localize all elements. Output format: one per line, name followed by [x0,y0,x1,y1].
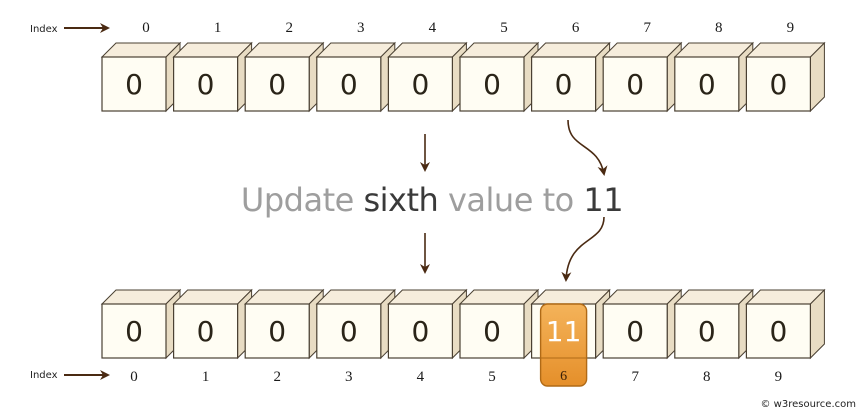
top-array-row: 0 0 0 0 0 0 0 0 0 0 [100,41,826,113]
cube-front [173,56,239,112]
top-row-value-2: 0 [268,68,286,101]
bottom-row-cell-1: 0 [172,288,253,360]
top-row-index-6: 6 [572,20,580,36]
headline-part-value-to: value to [438,181,584,219]
top-row-value-8: 0 [698,68,716,101]
top-row-index-9: 9 [787,20,795,36]
flow-arrows [420,119,608,282]
top-row-cell-7: 0 [601,41,683,113]
cube-front [387,303,453,359]
cube-front [244,56,310,112]
top-row-index-0: 0 [142,20,150,36]
bottom-row-index-5: 5 [488,369,496,385]
top-row-index-3: 3 [357,20,365,36]
bottom-row-index-1: 1 [202,369,210,385]
bottom-row-value-1: 0 [197,315,215,348]
bottom-row-value-0: 0 [125,315,143,348]
bottom-row-value-5: 0 [483,315,501,348]
cube-front [674,56,740,112]
bottom-row-value-7: 0 [626,315,644,348]
cube-front [387,56,453,112]
top-row-value-5: 0 [483,68,501,101]
bottom-row-cell-3: 0 [315,288,397,360]
top-row-value-9: 0 [769,68,787,101]
top-row-cell-3: 0 [315,41,397,113]
top-row-value-7: 0 [626,68,644,101]
cube-front [745,303,812,359]
top-row-cell-9: 0 [745,41,826,113]
top-index-label: Index [30,24,58,35]
bottom-index-label: Index [30,370,58,381]
top-row-index-7: 7 [643,20,651,36]
bottom-row-value-2: 0 [268,315,286,348]
bottom-row-cell-9: 0 [745,288,826,360]
bottom-row-cell-4: 0 [387,288,468,360]
top-row-value-6: 0 [555,68,573,101]
bottom-row-index-9: 9 [775,369,783,385]
cube-front [459,56,525,112]
top-row-value-4: 0 [411,68,429,101]
cube-front [244,303,310,359]
cube-front [173,303,239,359]
bottom-row-index-4: 4 [417,369,425,385]
bottom-row-cell-8: 0 [673,288,755,360]
bottom-array-row: 0 0 0 0 0 0 0 0 0 [100,288,826,360]
cube-front [602,303,668,359]
bottom-row-index-2: 2 [273,369,281,385]
bottom-index-numbers: 0 1 2 3 4 5 7 8 9 [130,369,782,385]
bottom-row-cell-7: 0 [601,288,683,360]
top-index-numbers: 0 1 2 3 4 5 6 7 8 9 [142,20,794,36]
cube-front [530,56,597,112]
bottom-row-index-7: 7 [631,369,639,385]
top-row-index-5: 5 [500,20,508,36]
top-row-value-3: 0 [340,68,358,101]
bottom-row-value-8: 0 [698,315,716,348]
top-row-cell-0: 0 [100,41,182,113]
bottom-row-index-0: 0 [130,369,138,385]
top-row-index-2: 2 [285,20,293,36]
cube-front [745,56,812,112]
bottom-row-value-9: 0 [769,315,787,348]
headline-part-number: 11 [583,181,624,219]
bottom-row-index-3: 3 [345,369,353,385]
highlight-index: 6 [560,369,567,384]
bottom-row-value-3: 0 [340,315,358,348]
headline-part-sixth: sixth [363,181,439,219]
cube-front [602,56,668,112]
top-row-cell-4: 0 [387,41,468,113]
top-row-cell-8: 0 [673,41,755,113]
top-row-value-0: 0 [125,68,143,101]
cube-front [101,303,167,359]
top-row-index-8: 8 [715,20,723,36]
top-index-pointer: Index [30,23,110,35]
top-row-cell-6: 0 [530,41,611,113]
top-row-value-1: 0 [197,68,215,101]
bottom-row-index-8: 8 [703,369,711,385]
bottom-row-value-4: 0 [411,315,429,348]
curved-arrow-lower [561,216,605,282]
updated-element-highlight: 11 6 [539,303,588,387]
bottom-row-cell-0: 0 [100,288,182,360]
bottom-row-cell-5: 0 [458,288,540,360]
credit-text: © w3resource.com [760,399,856,410]
top-row-cell-1: 0 [172,41,253,113]
cube-front [101,56,167,112]
cube-front [459,303,525,359]
curved-arrow-upper [567,119,608,176]
top-row-index-4: 4 [429,20,437,36]
cube-front [316,303,382,359]
cube-front [674,303,740,359]
bottom-row-cell-2: 0 [243,288,325,360]
bottom-index-pointer: Index [30,370,110,381]
cube-front [316,56,382,112]
highlight-value: 11 [546,315,582,348]
top-row-cell-2: 0 [243,41,325,113]
update-headline: Update sixth value to 11 [0,181,864,219]
headline-part-update: Update [240,181,364,219]
highlight-box [539,303,588,387]
top-row-index-1: 1 [214,20,222,36]
top-row-cell-5: 0 [458,41,540,113]
